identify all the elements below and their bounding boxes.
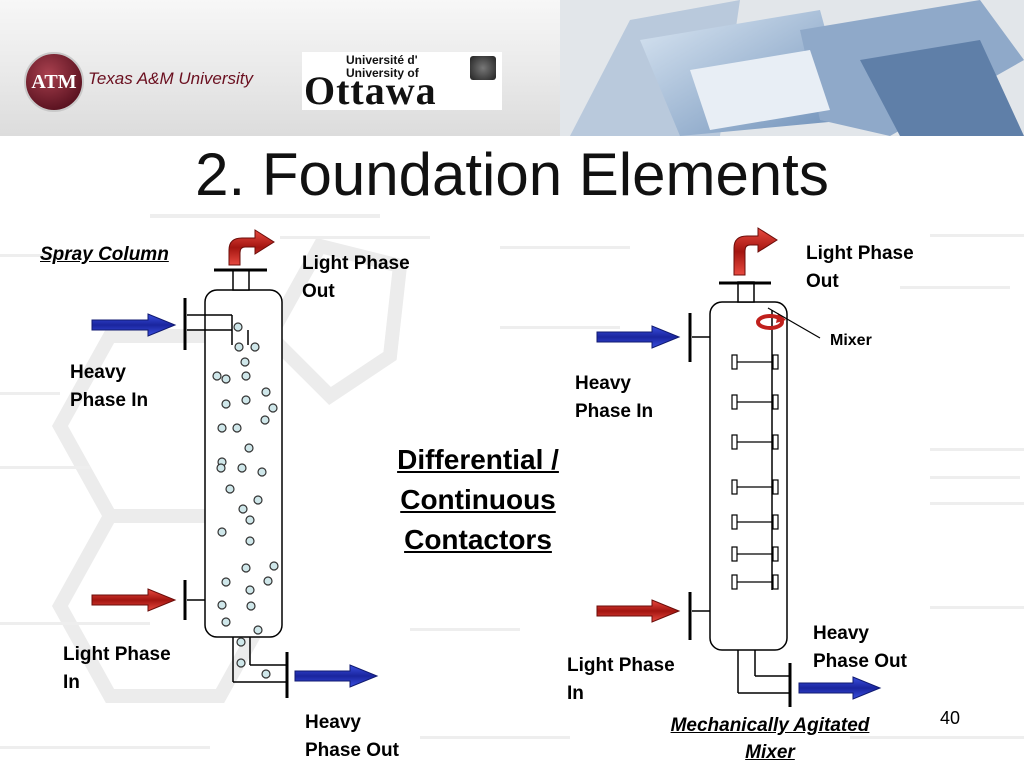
mixer-rotation-icon — [756, 307, 821, 339]
light-phase-out-curved-arrow-left — [228, 229, 275, 266]
light-phase-in-arrow-right — [596, 599, 681, 623]
right-light-phase-in-label: Light Phase In — [567, 655, 675, 704]
page-number: 40 — [940, 708, 961, 728]
left-light-phase-out-label: Light Phase Out — [302, 253, 410, 302]
slide-title: 2. Foundation Elements — [195, 141, 829, 208]
ottawa-name: Ottawa — [304, 68, 437, 113]
ottawa-line1: Université d' — [346, 53, 418, 67]
tamu-name: Texas A&M University — [88, 69, 254, 88]
differential-contactors-label: Differential / Continuous Contactors — [397, 444, 559, 555]
agitated-column — [688, 281, 792, 707]
right-heavy-phase-in-label: Heavy Phase In — [575, 373, 654, 422]
spray-column-vessel — [204, 289, 283, 638]
agitated-column-vessel — [709, 301, 788, 651]
agitated-mixer-heading: Mechanically Agitated Mixer — [670, 715, 870, 763]
agitated-column-top-nozzle — [737, 281, 755, 303]
right-heavy-phase-out-label: Heavy Phase Out — [813, 623, 907, 672]
header-band: ATM Texas A&M University Université d' U… — [0, 0, 1024, 136]
ottawa-line2: University of — [346, 66, 419, 80]
spray-bubbles — [212, 322, 279, 679]
agitator-paddles — [731, 354, 779, 590]
ottawa-crest-icon — [470, 56, 496, 80]
heavy-phase-in-arrow-left — [91, 313, 177, 337]
left-heavy-phase-out-label: Heavy Phase Out — [305, 712, 399, 761]
background-hexagon-art — [0, 214, 1024, 749]
spray-column-heading: Spray Column — [40, 244, 169, 265]
heavy-phase-in-arrow-right — [596, 325, 681, 349]
heavy-phase-out-arrow-right — [798, 676, 882, 700]
light-phase-in-arrow-left — [91, 588, 177, 612]
header-decorative-image — [560, 0, 1024, 136]
spray-column — [183, 268, 289, 698]
light-phase-out-curved-arrow-right — [733, 227, 778, 276]
tamu-logo: ATM — [24, 52, 84, 112]
right-light-phase-out-label: Light Phase Out — [806, 243, 914, 292]
spray-column-top-nozzle — [232, 269, 250, 291]
mixer-label: Mixer — [830, 332, 872, 349]
heavy-phase-out-arrow-left — [294, 664, 379, 688]
ottawa-logo: Université d' University of Ottawa — [302, 52, 502, 113]
left-light-phase-in-label: Light Phase In — [63, 644, 171, 693]
left-heavy-phase-in-label: Heavy Phase In — [70, 362, 149, 411]
